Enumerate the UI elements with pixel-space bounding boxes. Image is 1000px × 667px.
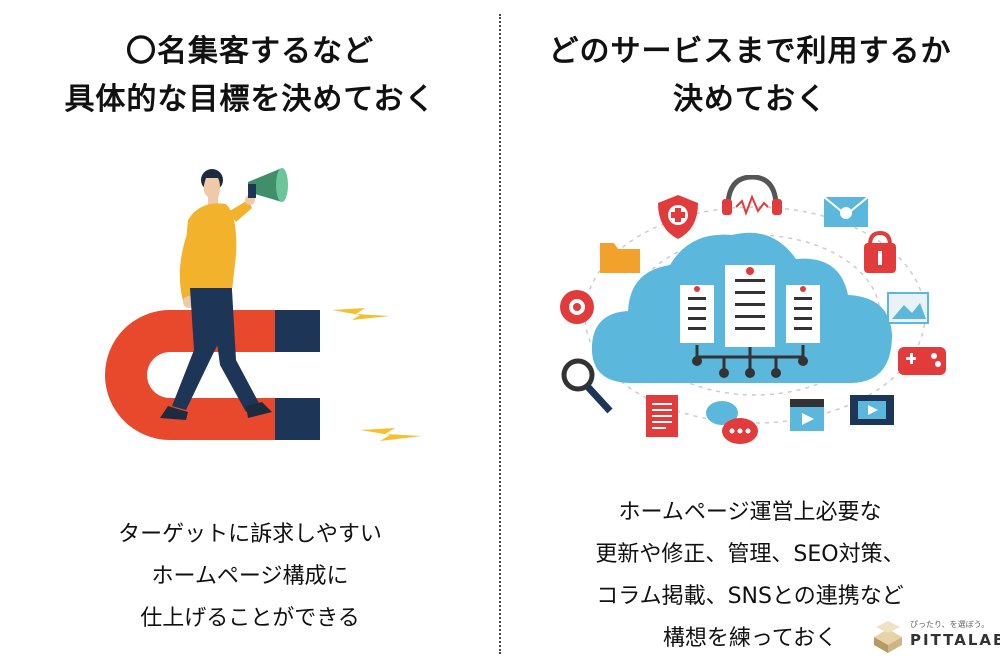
chat-icon [706,401,758,444]
left-heading-line-2: 具体的な目標を決めておく [64,82,436,117]
right-heading-line-2: 決めておく [672,82,828,117]
left-caption-line-3: 仕上げることができる [140,606,360,631]
magnifier-icon [561,358,613,414]
spark-icon [332,308,390,320]
right-caption-line-1: ホームページ運営上必要な [618,500,882,525]
right-heading: どのサービスまで利用するか 決めておく [500,28,1000,124]
left-caption-line-2: ホームページ構成に [151,564,349,589]
left-heading: 〇名集客するなど 具体的な目標を決めておく [0,28,500,124]
left-heading-line-1: 〇名集客するなど [126,34,374,69]
document-icon [646,395,678,437]
mail-icon [823,196,869,227]
logo-wordmark: PITTALAB [910,631,1000,649]
shield-plus-icon [658,195,698,239]
person-with-megaphone [160,168,288,420]
gear-icon [560,290,594,324]
cloud-services-illustration [560,175,946,444]
right-caption-line-4: 構想を練っておく [662,626,838,651]
film-icon [850,395,894,425]
folder-icon [600,243,640,273]
video-icon [790,399,824,431]
left-caption: ターゲットに訴求しやすい ホームページ構成に 仕上げることができる [0,514,500,640]
magnet-person-illustration [105,168,422,441]
left-caption-line-1: ターゲットに訴求しやすい [118,522,382,547]
left-panel: 〇名集客するなど 具体的な目標を決めておく [0,28,500,640]
logo-tagline: ぴったり、を選ぼう。 [910,620,990,629]
logo-mark-icon [874,621,902,653]
spark-icon [360,428,422,441]
right-panel: どのサービスまで利用するか 決めておく [500,0,1000,667]
image-icon [887,292,929,324]
dotted-divider [499,14,501,654]
right-heading-line-1: どのサービスまで利用するか [548,34,952,69]
right-caption-line-3: コラム掲載、SNSとの連携など [596,584,904,609]
lock-icon [864,230,896,273]
cloud-server-icon [591,232,892,383]
headphones-icon [722,175,782,216]
pittalab-logo: ぴったり、を選ぼう。 PITTALAB [870,615,1000,659]
right-caption-line-2: 更新や修正、管理、SEO対策、 [595,542,905,567]
right-caption: ホームページ運営上必要な 更新や修正、管理、SEO対策、 コラム掲載、SNSとの… [500,492,1000,660]
game-controller-icon [898,347,946,375]
